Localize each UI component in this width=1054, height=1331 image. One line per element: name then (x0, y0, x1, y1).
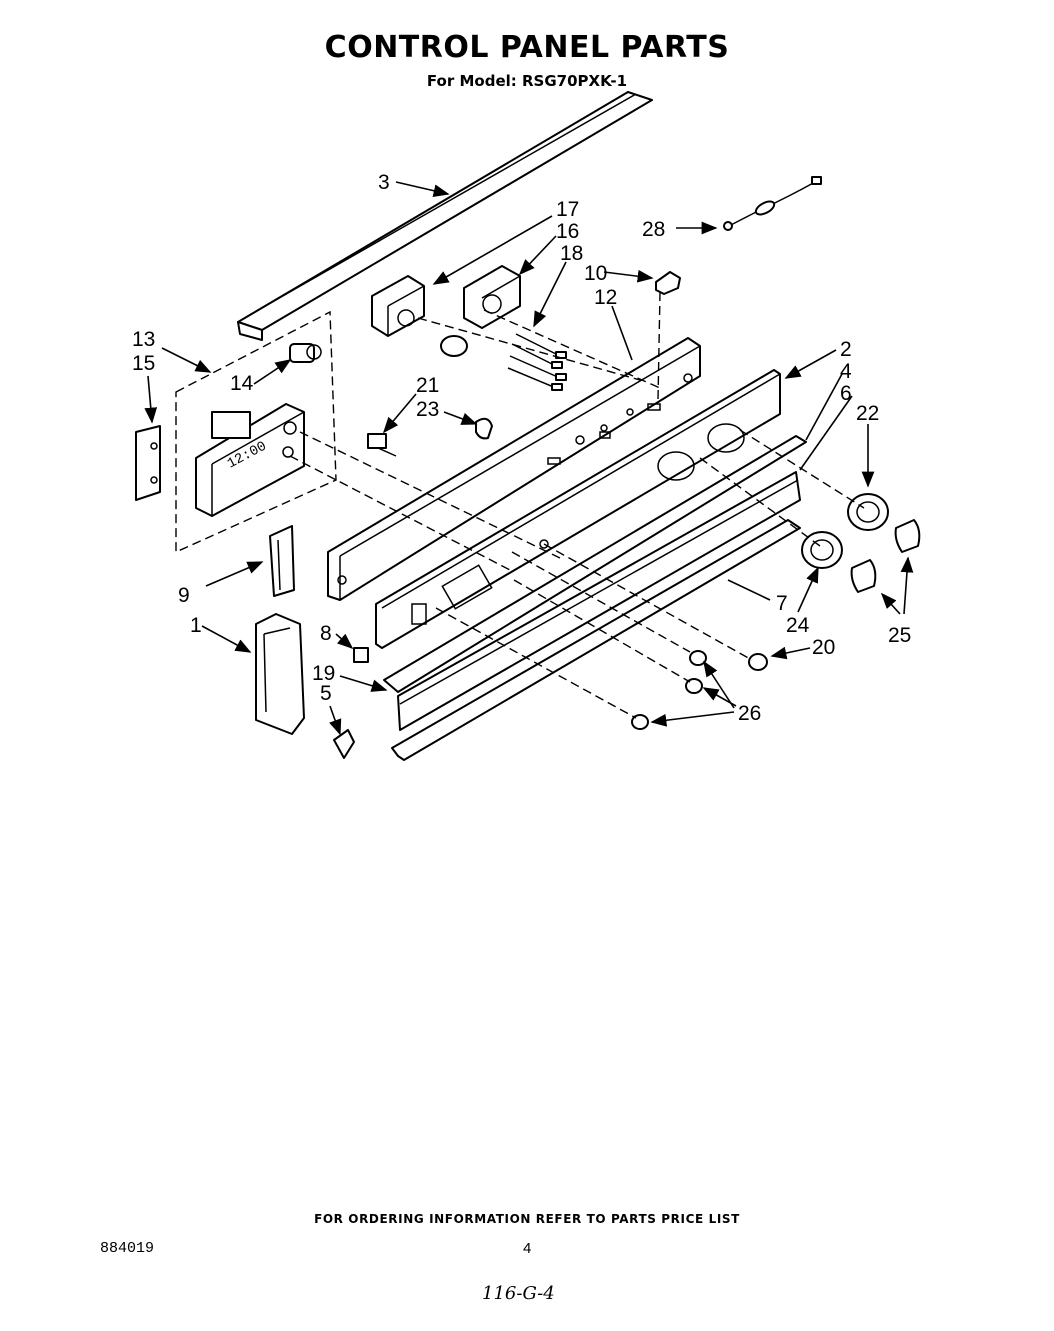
handwritten-note: 116-G-4 (482, 1283, 555, 1304)
callout-14: 14 (230, 372, 254, 395)
part-14-clip (289, 343, 322, 363)
callout-5: 5 (320, 682, 332, 705)
callout-3: 3 (378, 171, 390, 194)
callout-2: 2 (840, 338, 852, 361)
callout-16: 19 (312, 662, 335, 685)
part-17-switch (440, 265, 521, 357)
part-28-wire (723, 176, 822, 231)
part-21-grommet (748, 653, 768, 671)
model-subtitle: For Model: RSG70PXK-1 (426, 72, 628, 90)
callout-arrows (144, 181, 914, 736)
part-8-block (353, 647, 369, 663)
part-20-holder (367, 433, 397, 457)
clock-assembly: 12:00 (175, 310, 337, 554)
part-26-grommets (631, 650, 707, 730)
part-23-bezel (847, 493, 889, 531)
callout-19: 18 (560, 242, 583, 265)
part-22-clip (475, 417, 493, 440)
callout-21: 20 (812, 636, 835, 659)
callout-17: 16 (556, 220, 579, 243)
part-7-trim (391, 519, 801, 761)
part-15-bracket (135, 425, 161, 501)
part-9-fitting (655, 271, 681, 295)
part-10-bracket (269, 525, 295, 597)
callout-15: 15 (132, 352, 155, 375)
callout-23: 22 (856, 402, 879, 425)
callout-18: 17 (556, 198, 579, 221)
callout-7: 7 (776, 592, 788, 615)
callout-28: 28 (642, 218, 665, 241)
ordering-note: FOR ORDERING INFORMATION REFER TO PARTS … (314, 1212, 740, 1226)
part-25-knobs (850, 519, 921, 593)
part-5-clip (333, 729, 355, 759)
callout-22: 23 (416, 398, 439, 421)
part-18-switch (371, 275, 425, 337)
callout-12: 12 (594, 286, 617, 309)
alignment-lines (289, 291, 865, 719)
callout-13: 13 (132, 328, 155, 351)
callout-20: 21 (416, 374, 439, 397)
callout-24: 24 (786, 614, 810, 637)
part-2-front-panel (375, 369, 781, 649)
page-title: CONTROL PANEL PARTS (324, 30, 730, 65)
callout-25: 25 (888, 624, 911, 647)
callout-6: 6 (840, 382, 852, 405)
callout-4: 4 (840, 360, 852, 383)
part-3-top-trim (237, 91, 653, 341)
part-4-trim (383, 435, 807, 693)
callout-8: 8 (320, 622, 332, 645)
callout-9: 10 (584, 262, 607, 285)
document-number: 884019 (100, 1240, 155, 1257)
part-1-end-cap (255, 613, 305, 735)
part-19-terminals (507, 333, 567, 391)
callout-labels: 3 17 16 18 28 10 12 13 15 14 21 23 2 4 6… (132, 171, 911, 725)
callout-1: 1 (190, 614, 202, 637)
part-12-panel (327, 337, 701, 601)
callout-26: 26 (738, 702, 761, 725)
page-number: 4 (523, 1240, 532, 1257)
part-24-bezel (801, 531, 843, 569)
callout-10: 9 (178, 584, 190, 607)
